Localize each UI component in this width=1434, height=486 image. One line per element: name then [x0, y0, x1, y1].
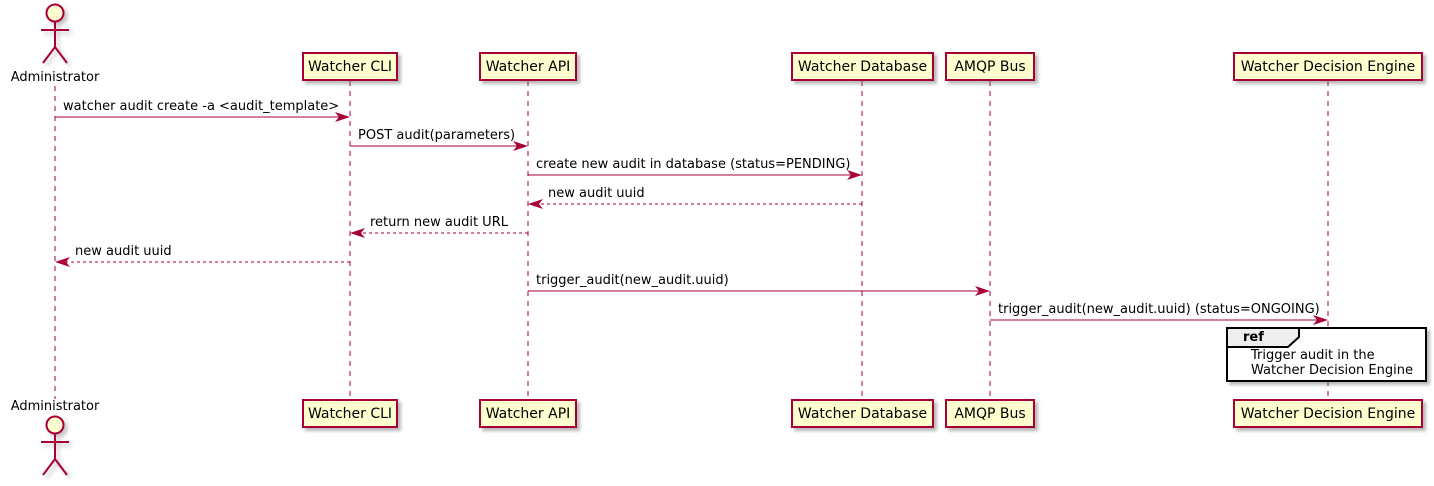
participant-box-watcher-cli-bottom: Watcher CLI	[302, 399, 398, 428]
ref-keyword: ref	[1243, 330, 1264, 345]
ref-fragment: ref Trigger audit in the Watcher Decisio…	[1226, 327, 1427, 382]
participant-box-watcher-database-bottom: Watcher Database	[791, 399, 934, 428]
message-arrow-7	[528, 286, 990, 296]
message-arrow-4	[528, 199, 862, 209]
actor-label-top: Administrator	[10, 70, 100, 85]
ref-text-line-2: Watcher Decision Engine	[1251, 363, 1413, 378]
participant-box-amqp-bus-bottom: AMQP Bus	[945, 399, 1035, 428]
message-arrow-2	[350, 141, 528, 151]
message-label-6: new audit uuid	[75, 244, 172, 259]
participant-box-amqp-bus-top: AMQP Bus	[945, 52, 1035, 81]
participant-box-watcher-decision-engine-top: Watcher Decision Engine	[1233, 52, 1423, 81]
ref-text-line-1: Trigger audit in the	[1251, 348, 1375, 363]
actor-label-bottom: Administrator	[10, 399, 100, 414]
message-arrow-3	[528, 170, 862, 180]
participant-box-watcher-database-top: Watcher Database	[791, 52, 934, 81]
message-arrow-1	[55, 112, 350, 122]
participant-box-watcher-api-bottom: Watcher API	[479, 399, 577, 428]
message-arrow-6	[55, 257, 350, 267]
participant-box-watcher-api-top: Watcher API	[479, 52, 577, 81]
message-label-1: watcher audit create -a <audit_template>	[63, 99, 340, 114]
message-label-8: trigger_audit(new_audit.uuid) (status=ON…	[998, 302, 1320, 317]
ref-header-pentagon	[1226, 327, 1300, 348]
ref-text: Trigger audit in the Watcher Decision En…	[1251, 348, 1413, 378]
message-label-7: trigger_audit(new_audit.uuid)	[536, 273, 729, 288]
message-arrow-8	[990, 315, 1328, 325]
message-label-3: create new audit in database (status=PEN…	[536, 157, 851, 172]
message-label-4: new audit uuid	[548, 186, 645, 201]
participant-box-watcher-decision-engine-bottom: Watcher Decision Engine	[1233, 399, 1423, 428]
message-label-5: return new audit URL	[370, 215, 508, 230]
message-arrow-5	[350, 228, 528, 238]
actor-figure-top	[41, 3, 69, 64]
actor-figure-bottom	[41, 415, 69, 476]
message-label-2: POST audit(parameters)	[358, 128, 516, 143]
participant-box-watcher-cli-top: Watcher CLI	[302, 52, 398, 81]
